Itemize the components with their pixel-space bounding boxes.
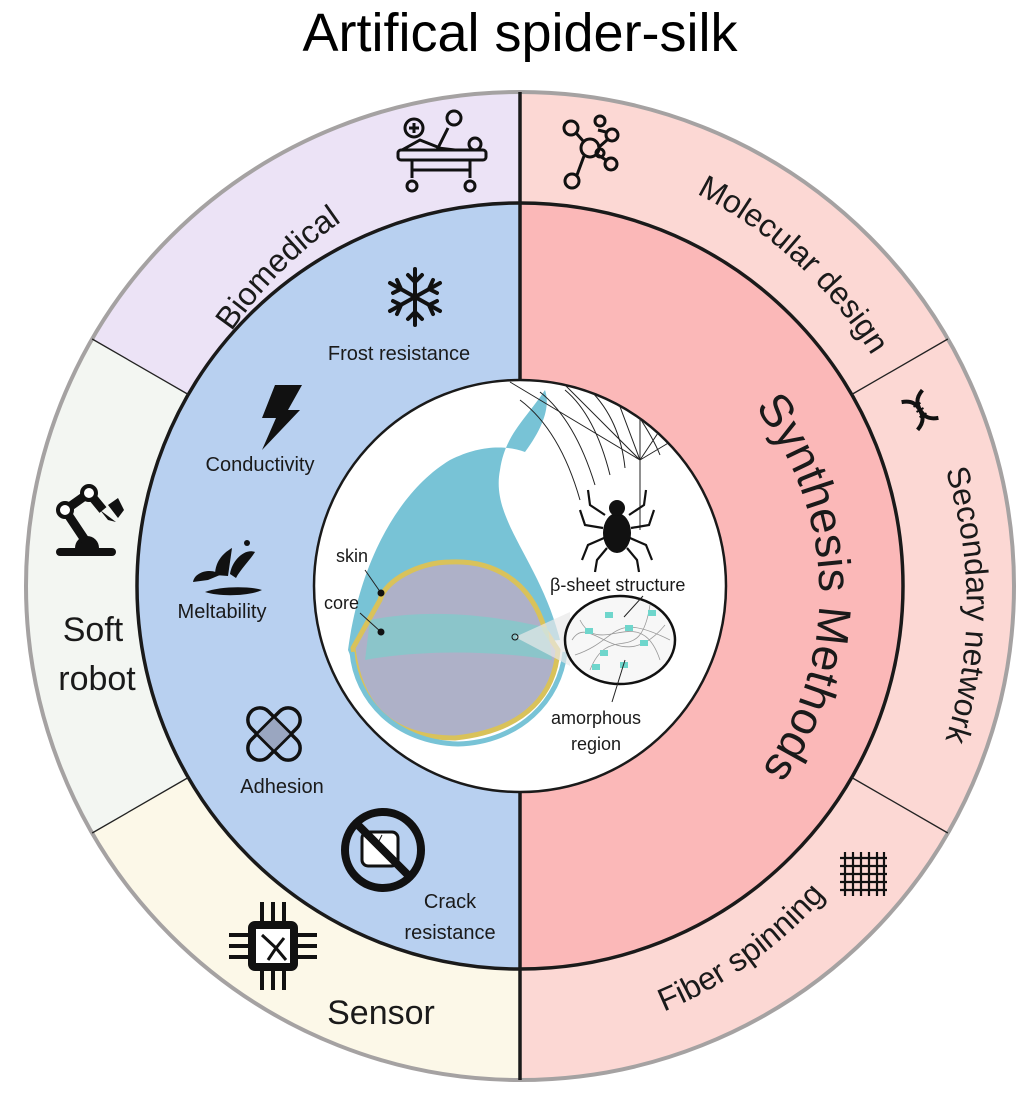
annotation-arrows [359, 569, 644, 703]
label-amorphous-line1: amorphous [551, 708, 641, 728]
center-illustration: skin core β-sheet structure amorphous re… [312, 378, 728, 794]
property-meltability[interactable]: Meltability [178, 540, 267, 623]
robot-arm-icon [56, 484, 124, 556]
label-skin: skin [336, 546, 368, 566]
bandage-icon [246, 706, 302, 762]
label-frost-resistance: Frost resistance [328, 343, 470, 365]
label-soft-robot-line1: Soft [63, 611, 124, 649]
sector-separators [91, 338, 949, 834]
spider-icon [578, 489, 656, 573]
synthesis-ring [520, 203, 903, 969]
beta-sheet-crystals [585, 610, 656, 670]
application-sensor[interactable]: Sensor [229, 902, 435, 1032]
woven-mesh-icon [840, 852, 887, 896]
no-crack-icon [341, 808, 425, 892]
sector-molecular-design[interactable] [520, 92, 948, 395]
property-adhesion[interactable]: Adhesion [229, 689, 324, 798]
sector-sensor[interactable] [92, 777, 521, 1081]
application-soft-robot[interactable]: Soft robot [56, 484, 136, 698]
figure-title: Artifical spider-silk [302, 3, 738, 63]
sector-secondary-network[interactable] [851, 339, 1014, 833]
property-conductivity[interactable]: Conductivity [206, 385, 315, 476]
amorphous-zoom-ellipse [563, 594, 677, 686]
sector-fiber-spinning[interactable] [520, 777, 948, 1081]
label-adhesion: Adhesion [240, 776, 323, 798]
label-conductivity: Conductivity [206, 454, 315, 476]
label-crack-line1: Crack [424, 891, 477, 913]
label-core: core [324, 593, 359, 613]
label-soft-robot-line2: robot [58, 660, 136, 698]
zoom-cone [515, 612, 570, 666]
label-amorphous-line2: region [571, 734, 621, 754]
sector-soft-robot[interactable] [26, 339, 189, 833]
splash-icon [193, 540, 262, 596]
property-frost-resistance[interactable]: Frost resistance [328, 267, 470, 365]
snowflake-icon [388, 267, 442, 327]
label-beta-sheet: β-sheet structure [550, 575, 685, 595]
dna-icon [901, 388, 939, 432]
label-meltability: Meltability [178, 601, 267, 623]
beta-sheet-band [365, 613, 552, 660]
property-crack-resistance[interactable]: Crack resistance [341, 808, 496, 944]
lightning-icon [262, 385, 302, 450]
label-sensor: Sensor [327, 994, 435, 1032]
silk-outer-skin [349, 651, 568, 747]
patient-bed-icon [396, 109, 488, 193]
microchip-icon [229, 902, 317, 990]
label-crack-line2: resistance [404, 922, 495, 944]
molecule-icon [562, 114, 620, 190]
properties-ring [137, 203, 520, 969]
